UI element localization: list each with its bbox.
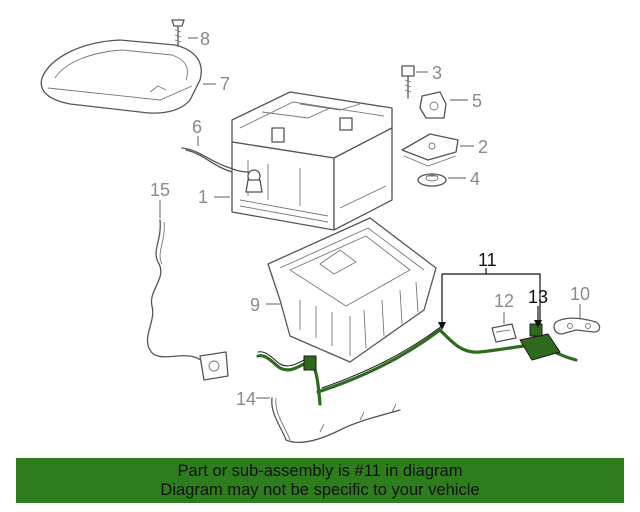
sensor-harness-15-part[interactable] <box>146 219 229 381</box>
nut-part[interactable] <box>417 173 447 187</box>
callout-15[interactable]: 15 <box>150 180 170 200</box>
banner-line-1: Part or sub-assembly is #11 in diagram <box>177 462 463 480</box>
hold-down-part[interactable] <box>401 133 459 167</box>
connector-12-part[interactable] <box>491 323 517 343</box>
bolt-3-part[interactable] <box>401 65 415 99</box>
arrowhead-13 <box>534 320 542 328</box>
callout-8[interactable]: 8 <box>200 29 210 49</box>
battery-parts-diagram: 7 8 1 6 3 5 <box>40 19 601 444</box>
callout-3[interactable]: 3 <box>432 63 442 83</box>
harness-11-part[interactable] <box>256 323 578 406</box>
callout-4[interactable]: 4 <box>470 169 480 189</box>
harness-14-part[interactable] <box>271 397 401 444</box>
callout-11[interactable]: 11 <box>478 250 497 270</box>
bolt-8-part[interactable] <box>171 19 185 47</box>
battery-part[interactable] <box>231 91 393 231</box>
bracket-10-part[interactable] <box>553 317 601 335</box>
arrowhead-11 <box>438 322 446 330</box>
battery-cable-part[interactable] <box>181 147 263 193</box>
callout-6[interactable]: 6 <box>192 117 202 137</box>
callout-10[interactable]: 10 <box>570 284 590 304</box>
callout-14[interactable]: 14 <box>236 389 256 409</box>
callout-2[interactable]: 2 <box>478 137 488 157</box>
callout-13[interactable]: 13 <box>528 287 548 307</box>
bracket-5-part[interactable] <box>419 91 447 119</box>
callout-12[interactable]: 12 <box>494 291 514 311</box>
callout-5[interactable]: 5 <box>472 91 482 111</box>
battery-cover-part[interactable] <box>40 39 202 114</box>
callout-7[interactable]: 7 <box>220 74 230 94</box>
banner-line-2: Diagram may not be specific to your vehi… <box>160 481 480 499</box>
info-banner: Part or sub-assembly is #11 in diagram D… <box>16 458 624 503</box>
callout-1[interactable]: 1 <box>198 187 208 207</box>
battery-tray-part[interactable] <box>267 217 437 363</box>
callout-9[interactable]: 9 <box>250 295 260 315</box>
leader-11 <box>441 273 541 324</box>
